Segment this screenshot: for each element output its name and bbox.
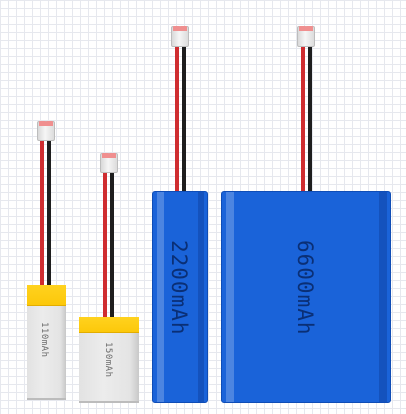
battery-cap bbox=[79, 317, 139, 333]
red-wire bbox=[175, 44, 179, 194]
black-wire bbox=[308, 44, 312, 194]
battery-body bbox=[221, 191, 391, 403]
jst-connector-icon bbox=[171, 26, 189, 47]
jst-connector-icon bbox=[297, 26, 315, 47]
black-wire bbox=[47, 138, 51, 288]
black-wire bbox=[182, 44, 186, 194]
battery-body bbox=[79, 333, 139, 403]
capacity-label: 110mAh bbox=[39, 322, 49, 358]
battery-body bbox=[152, 191, 208, 403]
red-wire bbox=[301, 44, 305, 194]
black-wire bbox=[110, 170, 114, 320]
jst-connector-icon bbox=[37, 121, 55, 141]
capacity-label: 6600mAh bbox=[293, 240, 317, 336]
red-wire bbox=[40, 138, 44, 288]
battery-body bbox=[27, 306, 66, 400]
capacity-label: 2200mAh bbox=[167, 240, 191, 336]
capacity-label: 150mAh bbox=[103, 342, 113, 378]
red-wire bbox=[103, 170, 107, 320]
jst-connector-icon bbox=[100, 153, 118, 173]
battery-cap bbox=[27, 285, 66, 306]
